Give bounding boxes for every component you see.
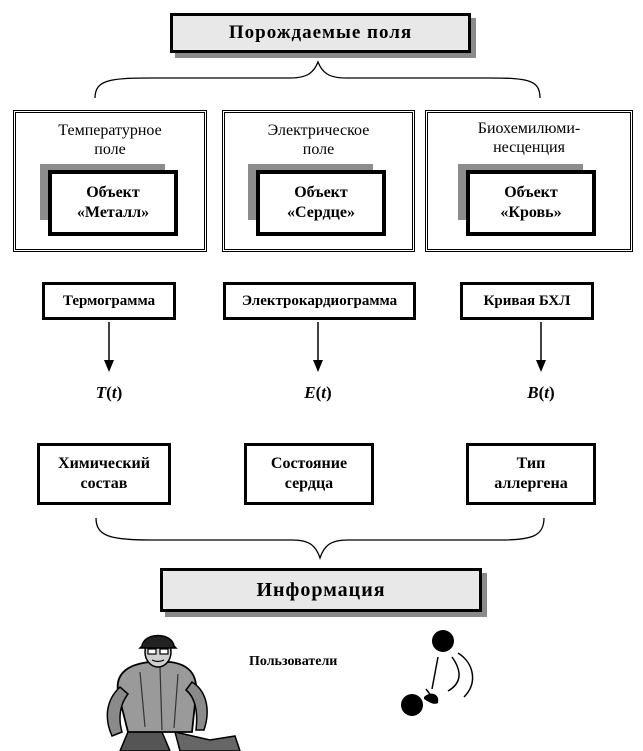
object-box-heart: Объект «Сердце» — [256, 170, 386, 236]
down-arrow-icon — [536, 322, 546, 372]
result-box-allergen-type: Тип аллергена — [466, 443, 596, 505]
function-symbol: E — [304, 383, 316, 402]
down-arrow-icon — [104, 322, 114, 372]
field-label-electric: Электрическое поле — [267, 122, 370, 158]
users-label: Пользователи — [249, 654, 338, 669]
function-temperature: T(t) — [95, 383, 123, 402]
function-arg: t — [544, 383, 550, 402]
fields-title-box: Порождаемые поля — [170, 13, 471, 53]
record-box-ecg: Электрокардиограмма — [223, 282, 416, 320]
information-title: Информация — [256, 578, 386, 601]
object-box-metal: Объект «Металл» — [48, 170, 178, 236]
function-biochemiluminescence: B(t) — [527, 383, 555, 402]
result-box-chemical-composition: Химический состав — [37, 443, 171, 505]
fields-title: Порождаемые поля — [228, 22, 413, 43]
information-title-box: Информация — [160, 568, 482, 612]
function-arg: t — [321, 383, 327, 402]
result-box-heart-state: Состояние сердца — [244, 443, 374, 505]
record-box-bcl-curve: Кривая БХЛ — [460, 282, 594, 320]
down-arrow-icon — [313, 322, 323, 372]
abstract-users-icon — [401, 630, 474, 716]
field-label-biochemiluminescence: Биохемилюми- несценция — [477, 120, 581, 156]
function-symbol: T — [95, 383, 107, 402]
function-symbol: B — [527, 383, 539, 402]
function-arg: t — [111, 383, 117, 402]
field-label-temperature: Температурное поле — [58, 122, 162, 158]
worker-figure-icon — [106, 634, 241, 751]
object-box-blood: Объект «Кровь» — [466, 170, 596, 236]
record-box-thermogram: Термограмма — [42, 282, 176, 320]
function-electric: E(t) — [304, 383, 332, 402]
